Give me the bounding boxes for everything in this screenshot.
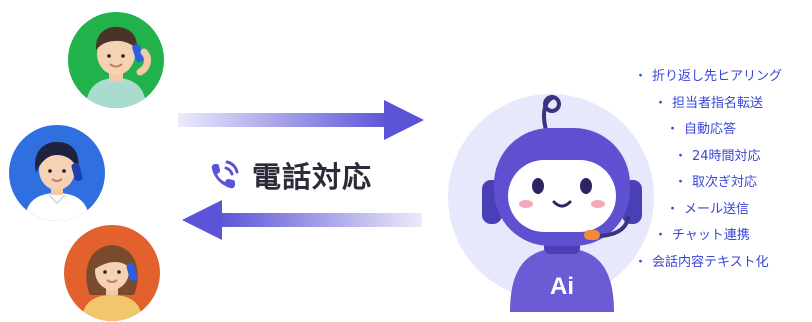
caller-avatar-woman-long-hair — [64, 225, 160, 321]
feature-text: 担当者指名転送 — [672, 95, 764, 111]
ai-badge-text: Ai — [550, 273, 574, 300]
bullet-icon: ・ — [654, 95, 668, 111]
feature-text: 自動応答 — [684, 122, 737, 137]
feature-item: ・担当者指名転送 — [600, 91, 808, 118]
arrow-to-caller — [182, 200, 422, 240]
phone-handling-text: 電話対応 — [252, 160, 373, 194]
feature-item: ・チャット連携 — [600, 223, 808, 250]
bullet-icon: ・ — [666, 201, 680, 217]
feature-text: 24時間対応 — [692, 148, 761, 164]
feature-text: チャット連携 — [672, 228, 750, 243]
caller-avatar-man — [68, 12, 164, 108]
feature-item: ・24時間対応 — [600, 144, 808, 171]
caller-avatar-woman-short-hair — [9, 125, 105, 221]
feature-text: メール送信 — [684, 201, 750, 217]
feature-text: 会話内容テキスト化 — [652, 254, 769, 270]
phone-ringing-icon — [211, 160, 239, 189]
bullet-icon: ・ — [634, 254, 648, 270]
feature-text: 取次ぎ対応 — [692, 175, 758, 190]
feature-item: ・会話内容テキスト化 — [600, 250, 808, 277]
feature-text: 折り返し先ヒアリング — [652, 69, 783, 84]
feature-item: ・メール送信 — [600, 197, 808, 224]
feature-item: ・折り返し先ヒアリング — [600, 64, 808, 91]
bullet-icon: ・ — [634, 69, 648, 84]
feature-item: ・自動応答 — [600, 117, 808, 144]
bullet-icon: ・ — [654, 228, 668, 243]
ai-robot-mascot: Ai — [482, 95, 642, 312]
bullet-icon: ・ — [674, 175, 688, 190]
phone-handling-label: 電話対応 — [208, 154, 372, 196]
arrow-to-ai — [178, 100, 424, 140]
feature-list: ・折り返し先ヒアリング・担当者指名転送・自動応答・24時間対応・取次ぎ対応・メー… — [600, 64, 808, 276]
bullet-icon: ・ — [674, 148, 688, 164]
bullet-icon: ・ — [666, 122, 680, 137]
feature-item: ・取次ぎ対応 — [600, 170, 808, 197]
